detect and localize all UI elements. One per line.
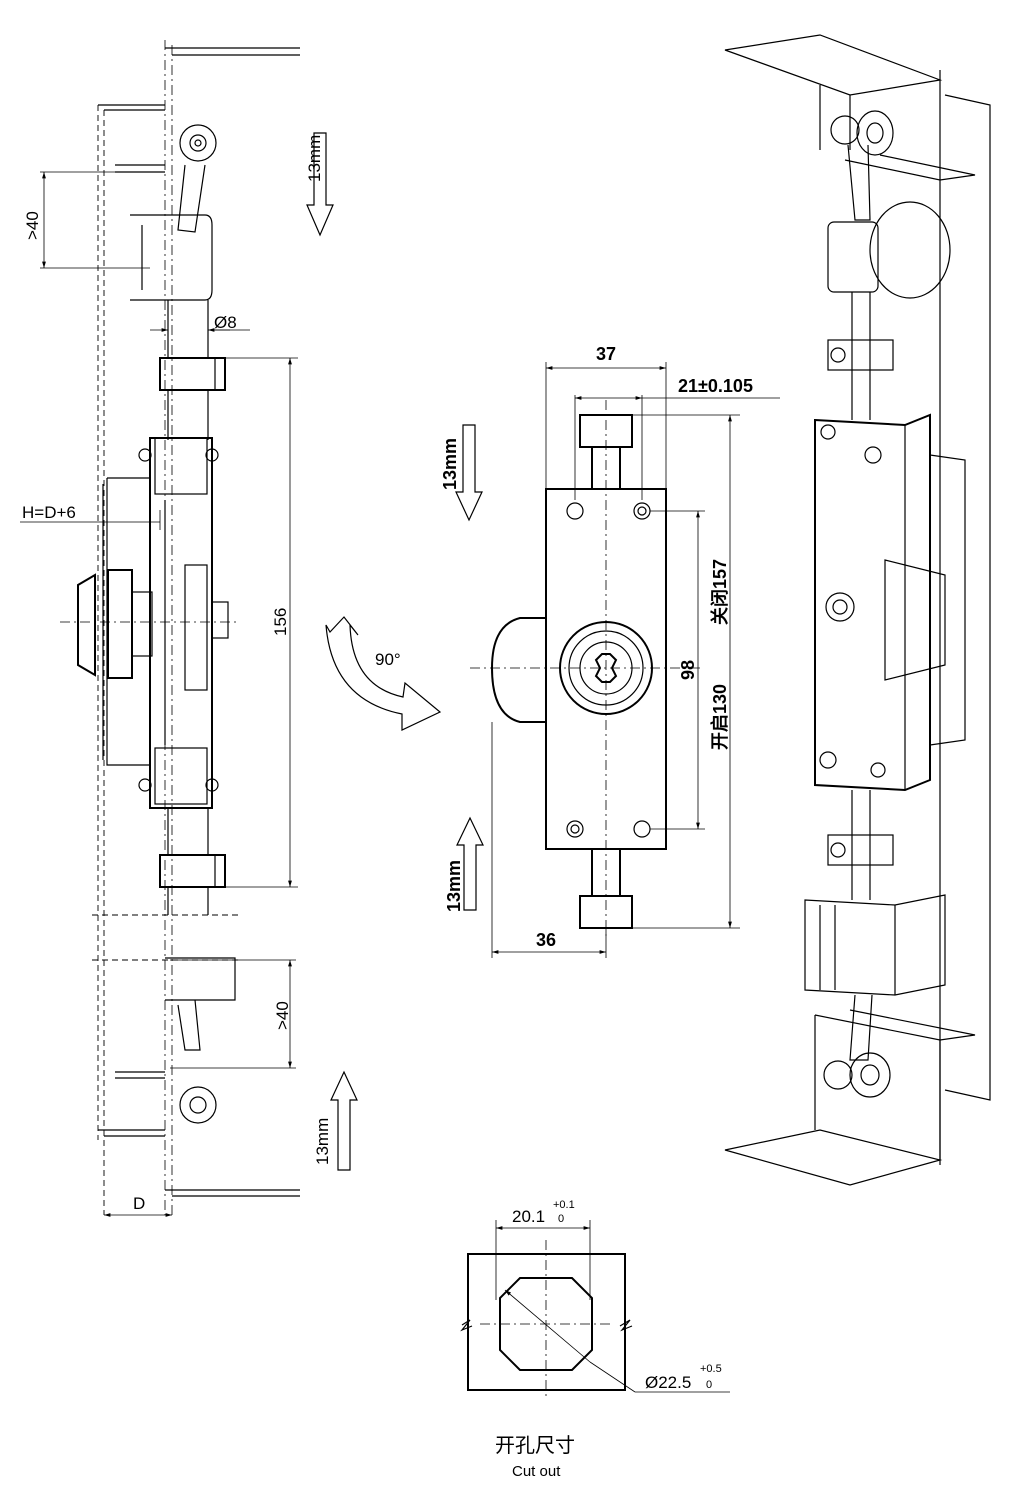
front-view-drawing — [325, 362, 780, 958]
side-stroke-top-label: 13mm — [305, 135, 324, 182]
cutout-width-label: 20.1 — [512, 1207, 545, 1226]
side-stroke-bottom-label: 13mm — [313, 1118, 332, 1165]
width-top-label: 37 — [596, 344, 616, 364]
housing-height-label: H=D+6 — [22, 503, 76, 522]
width-bottom-label: 36 — [536, 930, 556, 950]
cutout-width-tol-upper: +0.1 — [553, 1199, 575, 1211]
side-min-gap-bottom-label: >40 — [273, 1001, 292, 1030]
cutout-title-cn: 开孔尺寸 — [495, 1433, 575, 1457]
side-view-drawing — [20, 40, 358, 1217]
cutout-title-en: Cut out — [512, 1463, 561, 1480]
side-min-gap-top-label: >40 — [23, 211, 42, 240]
open-length-label: 开启130 — [709, 684, 730, 750]
cutout-drawing — [460, 1220, 730, 1400]
length-label: 156 — [271, 608, 290, 636]
hole-pitch-label: 98 — [678, 660, 698, 680]
hole-spacing-label: 21±0.105 — [678, 376, 753, 396]
front-stroke-bottom-label: 13mm — [444, 860, 464, 912]
cutout-diameter-tol-upper: +0.5 — [700, 1363, 722, 1375]
front-stroke-top-label: 13mm — [440, 438, 460, 490]
door-thickness-label: D — [133, 1194, 145, 1213]
rotation-label: 90° — [375, 650, 401, 669]
closed-length-label: 关闭157 — [709, 559, 730, 625]
rod-diameter-label: Ø8 — [214, 313, 237, 332]
cutout-diameter-tol-lower: 0 — [706, 1379, 712, 1391]
cutout-width-tol-lower: 0 — [558, 1213, 564, 1225]
isometric-view-drawing — [724, 34, 991, 1186]
cutout-diameter-label: Ø22.5 — [645, 1373, 691, 1392]
